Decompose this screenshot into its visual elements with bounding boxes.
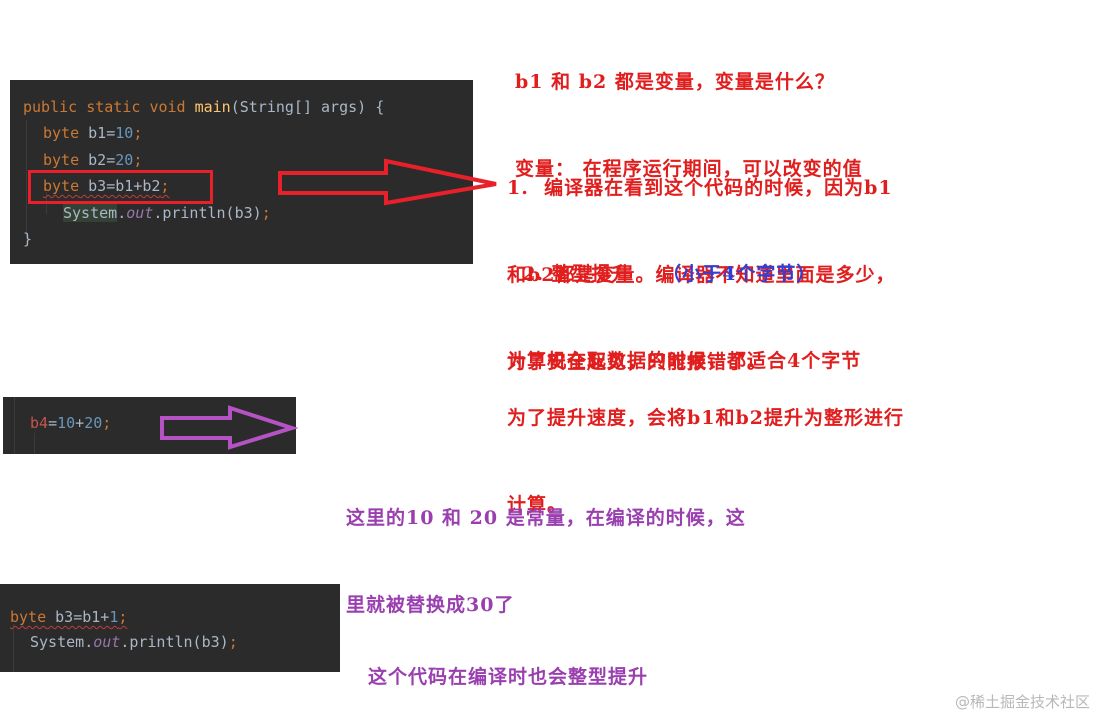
code-line-b4: b4=10+20; [30,414,112,432]
note-variable-definition: b1 和 b2 都是变量，变量是什么？ 变量： 在程序运行期间，可以改变的值 [515,10,863,213]
red-arrow-icon [278,158,497,206]
code-line-6: } [23,230,33,248]
note-line: 这里的10 和 20 是常量，在编译的时候，这 [346,507,746,529]
indent-guide [26,120,27,240]
code-panel-byte-add-literal: byte b3=b1+1; System.out.println(b3); [0,584,340,672]
code-line-4-error: byte b3=b1+b2; [43,177,170,195]
note-constants: 这里的10 和 20 是常量，在编译的时候，这 里就被替换成30了 [346,446,746,649]
note-line: 这个代码在编译时也会整型提升 [368,666,649,688]
note-line: 1. 编译器在看到这个代码的时候，因为b1 [507,177,893,199]
note-line: 为了提升速度，会将b1和b2提升为整形进行 [507,407,905,429]
note-line: 计算机在取数据的时候，都适合4个字节 [507,350,862,372]
note-line: 计算。 [507,494,568,516]
error-line-highlight-box [28,170,213,204]
code-line-5: System.out.println(b3); [63,204,271,222]
code-line-byte-b3: byte b3=b1+1; [10,608,128,626]
code-line-1: public static void main(String[] args) { [23,98,385,116]
note-promotion: 这个代码在编译时也会整型提升 [368,605,648,721]
note-subheading: （小于4个字节） [662,263,817,285]
note-point-2-heading: 2. 整型提升 （小于4个字节） [507,231,816,289]
note-point-1: 1. 编译器在看到这个代码的时候，因为b1 和b2都是变量。编译器不知道里面是多… [507,116,896,406]
code-panel-main-method: public static void main(String[] args) {… [10,80,473,264]
note-line: 和b2都是变量。编译器不知道里面是多少， [507,264,896,286]
watermark: @稀土掘金技术社区 [954,693,1090,711]
indent-guide [13,624,14,672]
note-point-2-body: 为了提升速度，会将b1和b2提升为整形进行 计算。 [507,346,904,549]
code-panel-constant-add: b4=10+20; [3,397,296,454]
note-line: 为了安全起见，只能报错了。 [507,351,768,373]
code-line-3: byte b2=20; [43,151,143,169]
note-line: b1 和 b2 都是变量，变量是什么？ [515,71,835,93]
note-point-2-line-1: 计算机在取数据的时候，都适合4个字节 [507,289,861,405]
note-line: 里就被替换成30了 [346,594,515,616]
indent-guide [14,397,15,454]
indent-guide [34,433,35,454]
note-line: 变量： 在程序运行期间，可以改变的值 [515,158,863,180]
code-line-2: byte b1=10; [43,124,143,142]
code-line-println: System.out.println(b3); [30,633,238,651]
note-heading: 2. 整型提升 [522,263,632,285]
purple-arrow-icon [160,405,298,450]
